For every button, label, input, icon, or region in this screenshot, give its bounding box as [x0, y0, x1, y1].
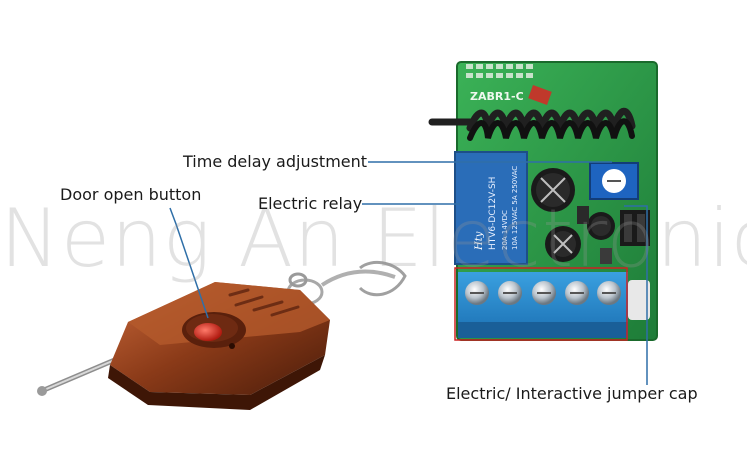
time-delay-potentiometer	[589, 162, 639, 200]
receiver-board: ZABR1-C HTV6-DC12V-SH 20A 14VDC 10A 125V…	[428, 61, 658, 341]
remote-control	[37, 260, 407, 410]
svg-text:10A 125VAC 5A 250VAC: 10A 125VAC 5A 250VAC	[511, 166, 519, 250]
board-label: ZABR1-C	[470, 90, 524, 103]
coiled-antenna	[428, 107, 636, 141]
leader-lines	[169, 161, 648, 385]
svg-text:Hty: Hty	[474, 231, 485, 251]
relay-block: HTV6-DC12V-SH 20A 14VDC 10A 125VAC 5A 25…	[454, 151, 528, 265]
jumper-cap	[620, 210, 650, 246]
label-door-open: Door open button	[60, 185, 202, 204]
terminal-highlight-frame	[454, 267, 628, 341]
svg-text:HTV6-DC12V-SH: HTV6-DC12V-SH	[488, 177, 498, 250]
label-relay: Electric relay	[258, 194, 363, 213]
capacitors	[531, 168, 615, 264]
label-jumper: Electric/ Interactive jumper cap	[446, 384, 698, 403]
label-time-delay: Time delay adjustment	[183, 152, 368, 171]
svg-text:20A 14VDC: 20A 14VDC	[501, 210, 509, 250]
terminal-block	[458, 272, 650, 338]
